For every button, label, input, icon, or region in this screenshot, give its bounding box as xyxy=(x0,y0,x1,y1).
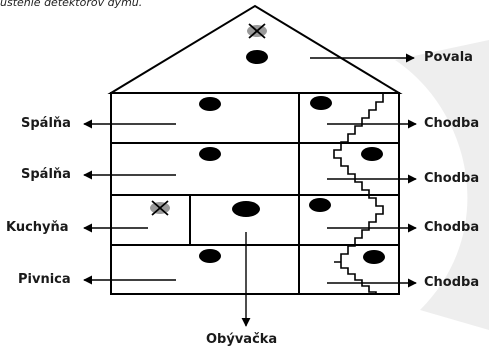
label-povala: Povala xyxy=(424,50,473,65)
background-swoosh xyxy=(395,40,489,330)
avoid-marker-kitchen xyxy=(150,200,170,216)
label-pivnica: Pivnica xyxy=(18,272,71,287)
label-kuchyna: Kuchyňa xyxy=(6,220,69,235)
smoke-detector-lower-bedroom xyxy=(199,147,221,161)
label-spalna-lower: Spálňa xyxy=(21,167,71,182)
smoke-detector-attic xyxy=(246,50,268,64)
staircase xyxy=(333,94,384,295)
label-chodba-3: Chodba xyxy=(424,220,480,235)
smoke-detector-basement xyxy=(199,249,221,263)
caption-text: ústenie detektorov dymu. xyxy=(0,0,143,9)
smoke-detector-basement-hallway xyxy=(363,250,385,264)
label-chodba-2: Chodba xyxy=(424,171,480,186)
label-obyvacka: Obývačka xyxy=(206,332,278,347)
smoke-detector-upper-bedroom xyxy=(199,97,221,111)
house-outline xyxy=(110,92,400,295)
label-chodba-1: Chodba xyxy=(424,116,480,131)
label-spalna-upper: Spálňa xyxy=(21,116,71,131)
smoke-detector-upper-hallway xyxy=(310,96,332,110)
smoke-detector-ground-hallway xyxy=(309,198,331,212)
roof-outline xyxy=(107,4,403,94)
label-chodba-4: Chodba xyxy=(424,275,480,290)
smoke-detector-lower-hallway xyxy=(361,147,383,161)
avoid-marker-roof-peak xyxy=(247,23,267,39)
smoke-detector-living-room xyxy=(232,201,260,217)
